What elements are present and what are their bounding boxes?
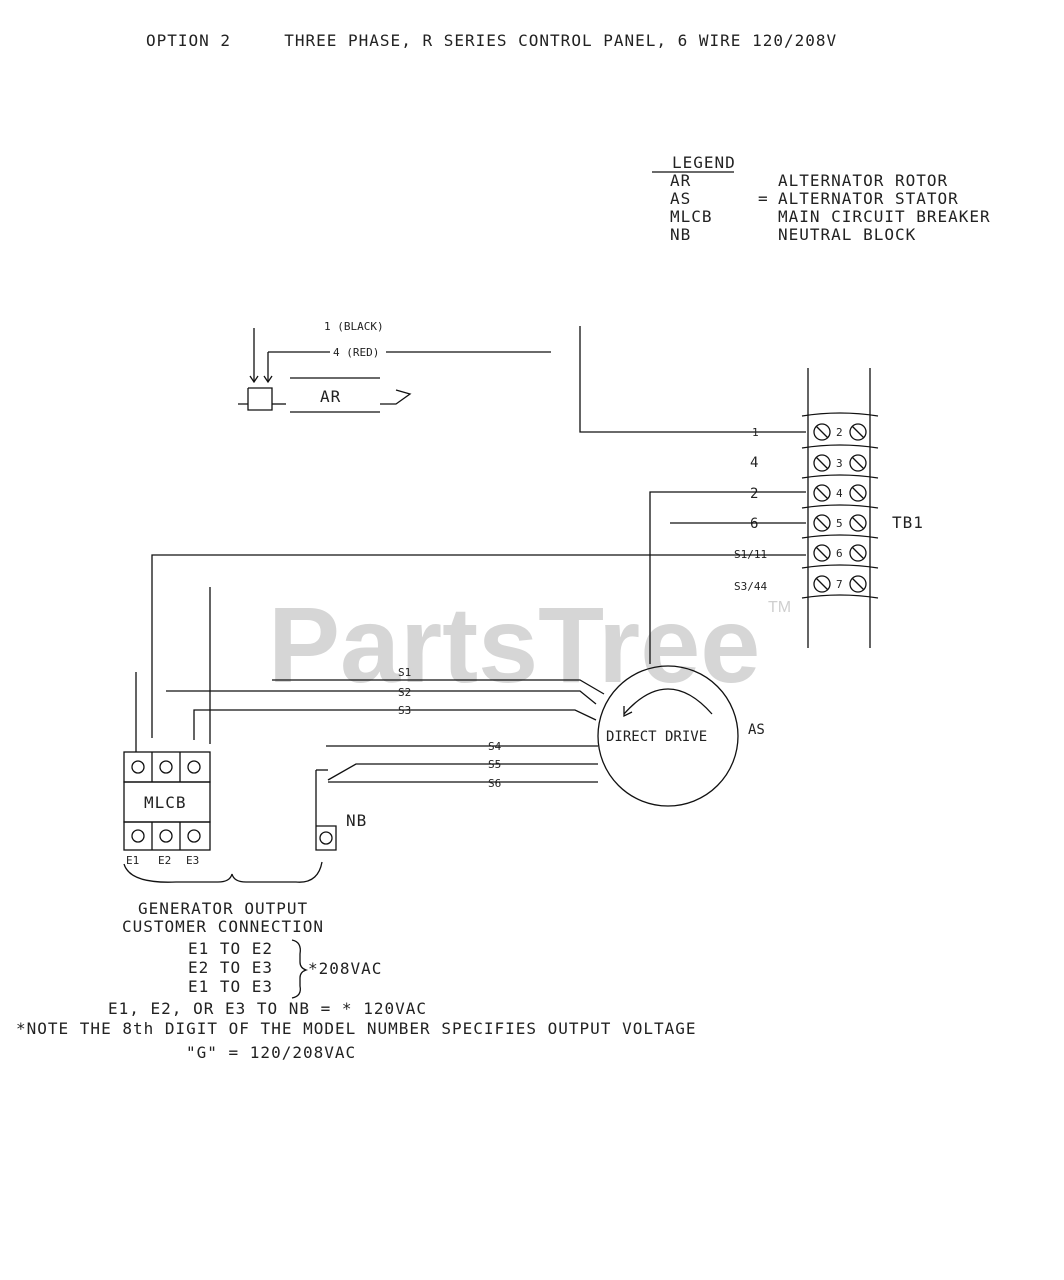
wire-label-red: 4 (RED) xyxy=(333,346,379,359)
legend-code: MLCB xyxy=(670,207,713,226)
diagram-title: OPTION 2 THREE PHASE, R SERIES CONTROL P… xyxy=(146,31,837,50)
wire-label: 1 xyxy=(752,426,759,439)
note-line: E1, E2, OR E3 TO NB = * 120VAC xyxy=(108,999,427,1018)
breaker-output: E1 xyxy=(126,854,139,867)
note-line: "G" = 120/208VAC xyxy=(186,1043,356,1062)
watermark-logo: PartsTree xyxy=(268,584,760,705)
legend-desc: NEUTRAL BLOCK xyxy=(778,225,916,244)
legend: LEGEND AR ALTERNATOR ROTOR AS = ALTERNAT… xyxy=(652,153,991,244)
neutral-block: NB xyxy=(315,769,367,851)
stator-lead-label: S6 xyxy=(488,777,501,790)
legend-code: AR xyxy=(670,171,691,190)
terminal-number: 4 xyxy=(836,487,843,500)
stator-label: AS xyxy=(748,722,765,738)
stator-lead-label: S4 xyxy=(488,740,502,753)
stator-lead-label: S3 xyxy=(398,704,411,717)
breaker-output: E2 xyxy=(158,854,171,867)
terminal-number: 5 xyxy=(836,517,843,530)
note-line: *208VAC xyxy=(308,959,382,978)
rotor-label: AR xyxy=(320,387,341,406)
legend-desc: ALTERNATOR ROTOR xyxy=(778,171,948,190)
terminal-number: 3 xyxy=(836,457,843,470)
stator-lead-label: S2 xyxy=(398,686,411,699)
legend-code: NB xyxy=(670,225,691,244)
legend-desc: MAIN CIRCUIT BREAKER xyxy=(778,207,991,226)
breaker-output: E3 xyxy=(186,854,199,867)
terminal-block-label: TB1 xyxy=(892,513,924,532)
stator-lead-label: S1 xyxy=(398,666,411,679)
wire-label-black: 1 (BLACK) xyxy=(324,320,384,333)
legend-sep: = xyxy=(758,189,769,208)
note-line: E1 TO E2 xyxy=(188,939,273,958)
wire-label: 4 xyxy=(750,455,758,471)
watermark-tm: TM xyxy=(768,599,791,616)
stator-center-label: DIRECT DRIVE xyxy=(606,729,707,745)
alternator-rotor: 1 (BLACK) 4 (RED) AR xyxy=(238,320,551,413)
legend-desc: ALTERNATOR STATOR xyxy=(778,189,959,208)
stator-lead-label: S5 xyxy=(488,758,501,771)
note-line: GENERATOR OUTPUT xyxy=(138,899,308,918)
alternator-stator: DIRECT DRIVE AS xyxy=(597,665,765,807)
note-line: CUSTOMER CONNECTION xyxy=(122,917,324,936)
wire-label: 2 xyxy=(750,486,758,502)
terminal-block: 2 3 4 5 6 7 TB1 xyxy=(801,368,924,648)
neutral-block-label: NB xyxy=(346,811,367,830)
terminal-number: 6 xyxy=(836,547,843,560)
breaker-label: MLCB xyxy=(144,793,187,812)
legend-heading: LEGEND xyxy=(672,153,736,172)
terminal-number: 2 xyxy=(836,426,843,439)
note-line: *NOTE THE 8th DIGIT OF THE MODEL NUMBER … xyxy=(16,1019,697,1038)
wire-label: 6 xyxy=(750,516,758,532)
wire-label: S3/44 xyxy=(734,580,767,593)
main-circuit-breaker: MLCB E1 E2 E3 xyxy=(123,751,211,867)
output-notes: GENERATOR OUTPUT CUSTOMER CONNECTION E1 … xyxy=(16,899,697,1062)
legend-code: AS xyxy=(670,189,691,208)
note-line: E2 TO E3 xyxy=(188,958,273,977)
terminal-number: 7 xyxy=(836,578,843,591)
note-line: E1 TO E3 xyxy=(188,977,273,996)
